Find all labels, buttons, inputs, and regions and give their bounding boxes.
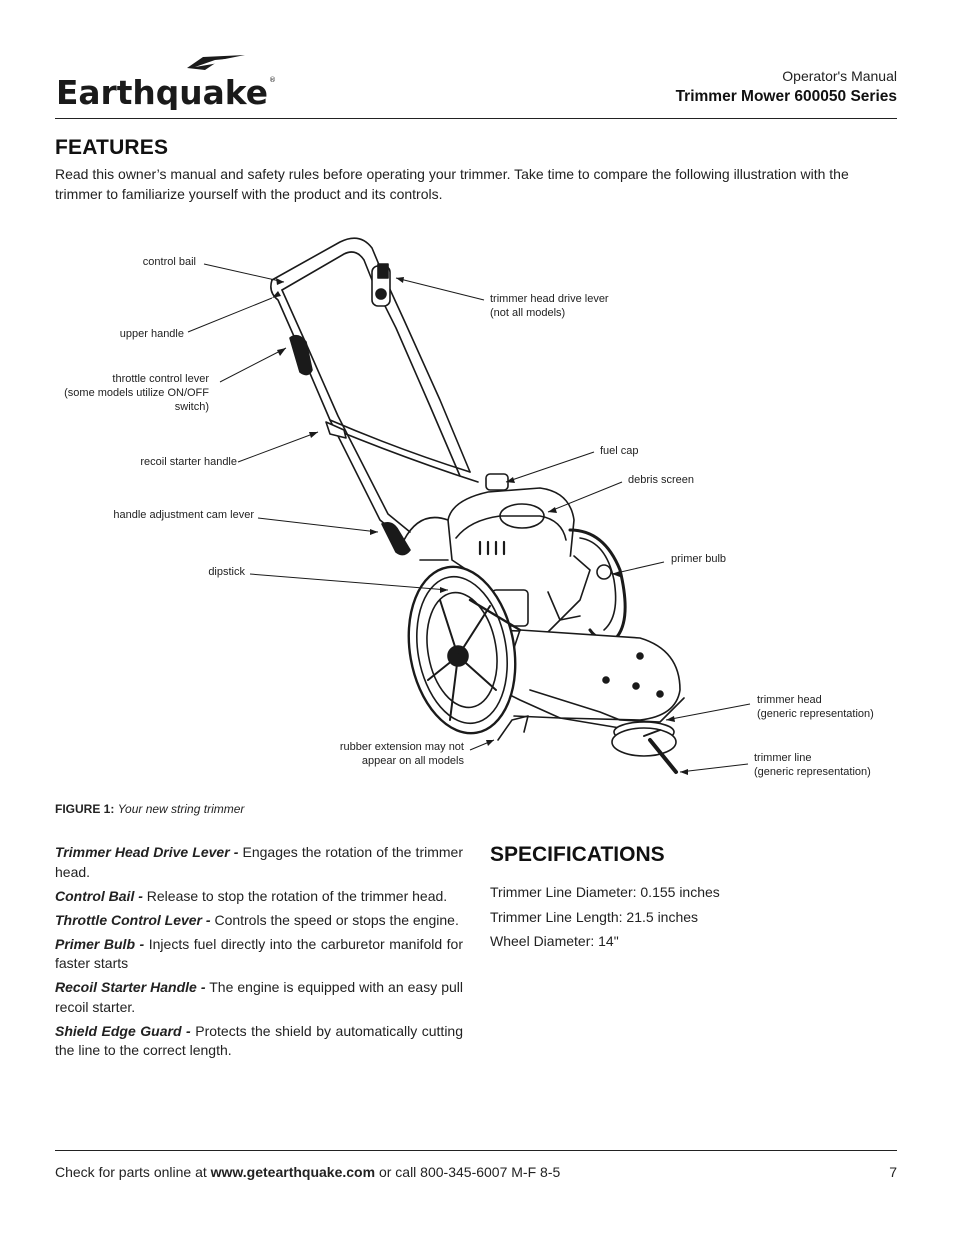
description-item: Throttle Control Lever - Controls the sp…	[55, 911, 463, 931]
description-text: Release to stop the rotation of the trim…	[142, 887, 448, 904]
feature-descriptions: Trimmer Head Drive Lever - Engages the r…	[55, 843, 463, 1065]
features-intro: Read this owner’s manual and safety rule…	[55, 166, 849, 202]
footer-suffix: or call 800-345-6007 M-F 8-5	[375, 1164, 561, 1180]
earthquake-logo: Earthquake ®	[55, 54, 280, 112]
description-text: Protects the shield by automatically cut…	[55, 1022, 464, 1059]
trimmer-illustration: control bail upper handle throttle contr…	[0, 220, 954, 800]
description-text: Injects fuel directly into the carbureto…	[55, 935, 464, 972]
description-item: Shield Edge Guard - Protects the shield …	[55, 1022, 463, 1061]
callout-rubber-extension: rubber extension may not appear on all m…	[339, 741, 464, 767]
figure-caption: FIGURE 1: Your new string trimmer	[55, 802, 244, 816]
figure-caption-text: Your new string trimmer	[117, 802, 245, 816]
callout-debris-screen: debris screen	[628, 474, 695, 486]
specifications-heading: SPECIFICATIONS	[490, 843, 665, 866]
description-text: Controls the speed or stops the engine.	[210, 911, 459, 928]
callout-upper-handle: upper handle	[119, 328, 184, 340]
svg-text:®: ®	[269, 76, 276, 84]
callout-trimmer-head: trimmer head (generic representation)	[757, 694, 874, 720]
features-heading: FEATURES	[55, 136, 169, 159]
callout-trimmer-line: trimmer line (generic representation)	[754, 752, 871, 778]
description-text: Engages the rotation of the trimmer head…	[55, 844, 463, 880]
svg-text:Earthquake: Earthquake	[56, 73, 268, 110]
series-title: Trimmer Mower 600050 Series	[675, 88, 897, 105]
figure-caption-label: FIGURE 1:	[55, 802, 115, 816]
header-titles: Operator's Manual Trimmer Mower 600050 S…	[676, 68, 897, 106]
description-term: Shield Edge Guard -	[55, 1022, 191, 1039]
callout-handle-adjustment-cam-lever: handle adjustment cam lever	[113, 509, 254, 521]
manual-label: Operator's Manual	[782, 68, 897, 84]
page-number: 7	[889, 1164, 897, 1180]
header-divider	[55, 118, 897, 119]
description-item: Recoil Starter Handle - The engine is eq…	[55, 978, 463, 1017]
callout-primer-bulb: primer bulb	[671, 553, 727, 565]
spec-item: Wheel Diameter: 14"	[490, 933, 619, 949]
specifications-list: Trimmer Line Diameter: 0.155 inches Trim…	[490, 880, 720, 954]
description-item: Primer Bulb - Injects fuel directly into…	[55, 935, 463, 974]
footer-url-link[interactable]: www.getearthquake.com	[210, 1164, 376, 1180]
description-term: Throttle Control Lever -	[55, 911, 211, 928]
callout-throttle-control-lever: throttle control lever (some models util…	[64, 373, 209, 413]
description-term: Recoil Starter Handle -	[55, 979, 206, 995]
spec-item: Trimmer Line Diameter: 0.155 inches	[490, 884, 720, 900]
description-item: Trimmer Head Drive Lever - Engages the r…	[55, 843, 463, 882]
description-term: Primer Bulb -	[55, 935, 145, 952]
callout-fuel-cap: fuel cap	[600, 445, 639, 457]
description-term: Trimmer Head Drive Lever -	[55, 844, 239, 860]
callout-dipstick: dipstick	[208, 566, 245, 578]
description-item: Control Bail - Release to stop the rotat…	[55, 887, 463, 907]
callout-recoil-starter-handle: recoil starter handle	[140, 456, 237, 468]
description-term: Control Bail -	[55, 887, 143, 904]
footer-prefix: Check for parts online at	[55, 1164, 211, 1180]
footer-divider	[55, 1150, 897, 1151]
callout-trimmer-head-drive-lever: trimmer head drive lever (not all models…	[490, 293, 609, 319]
description-text: The engine is equipped with an easy pull…	[55, 979, 463, 1015]
callout-control-bail: control bail	[142, 256, 196, 268]
footer-text: Check for parts online at www.getearthqu…	[55, 1164, 560, 1180]
spec-item: Trimmer Line Length: 21.5 inches	[490, 908, 699, 925]
